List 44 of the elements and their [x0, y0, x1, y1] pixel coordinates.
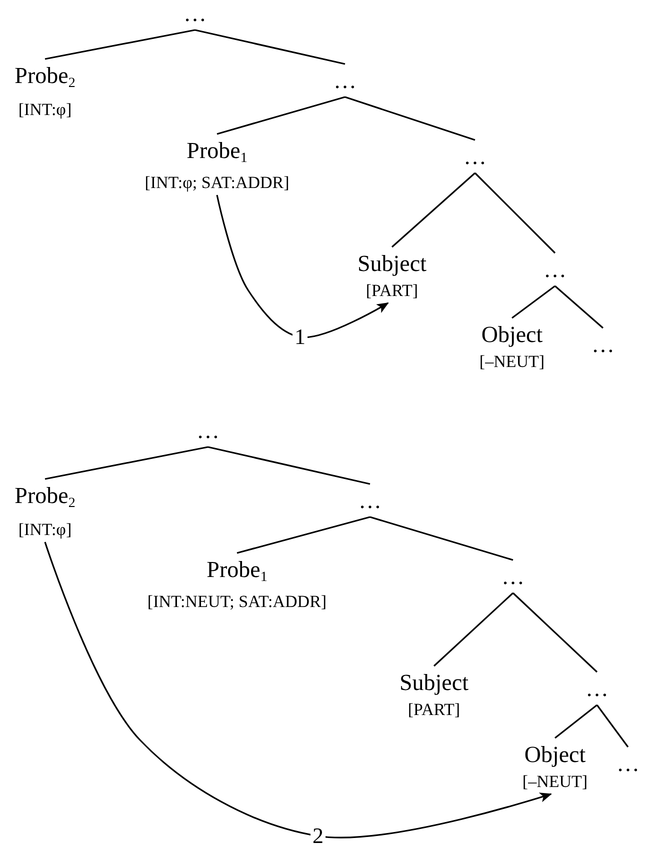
- ellipsis-label: …: [502, 563, 524, 591]
- ellipsis-label: …: [184, 0, 206, 28]
- feature-label: [INT:NEUT; SAT:ADDR]: [147, 591, 327, 614]
- feature-label: [PART]: [406, 699, 462, 722]
- feature-label: [INT:φ; SAT:ADDR]: [144, 172, 290, 194]
- tree-branch: [236, 516, 370, 554]
- ellipsis-label: …: [358, 487, 382, 515]
- ellipsis-label: …: [334, 67, 356, 95]
- tree-branch: [596, 704, 629, 748]
- ellipsis-label: …: [196, 417, 220, 445]
- feature-label: [–NEUT]: [522, 771, 588, 794]
- movement-arrow: [216, 194, 389, 338]
- ellipsis-label: …: [544, 256, 566, 284]
- tree-branch: [194, 29, 346, 65]
- category-label: Object: [523, 741, 587, 769]
- movement-arrow: [44, 542, 552, 838]
- feature-label: [PART]: [364, 280, 420, 302]
- tree-branch: [474, 172, 556, 254]
- category-label: Probe$_{1}$: [186, 137, 248, 168]
- tree-branch: [554, 704, 598, 739]
- category-label: Subject: [400, 669, 468, 697]
- tree-branch: [44, 29, 196, 60]
- feature-label: [INT:φ]: [17, 519, 73, 542]
- ellipsis-label: …: [592, 331, 614, 359]
- tree-branch: [344, 96, 476, 141]
- tree-branch: [44, 446, 208, 480]
- tree-branch: [554, 285, 604, 329]
- ellipsis-label: …: [616, 750, 640, 778]
- feature-label: [INT:φ]: [17, 99, 73, 122]
- tree-branch: [433, 592, 514, 667]
- ellipsis-label: …: [586, 675, 608, 703]
- category-label: Object: [480, 321, 544, 349]
- tree-branch: [370, 516, 514, 561]
- tree-branch: [208, 446, 370, 485]
- tree-branch: [391, 172, 476, 248]
- category-label: Probe$_{1}$: [206, 556, 268, 586]
- tree-branch: [216, 96, 346, 135]
- feature-label: [–NEUT]: [479, 351, 545, 374]
- tree-branch: [512, 285, 556, 319]
- category-label: Probe$_{2}$: [14, 62, 76, 92]
- tree-branch: [512, 592, 598, 673]
- category-label: Probe$_{2}$: [14, 482, 76, 512]
- ellipsis-label: …: [464, 143, 486, 171]
- category-label: Subject: [358, 250, 426, 278]
